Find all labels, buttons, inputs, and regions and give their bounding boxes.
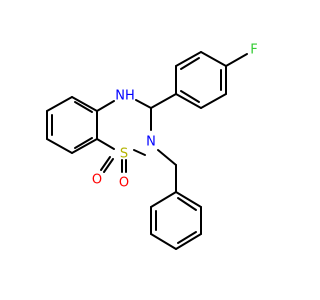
bond bbox=[71, 96, 98, 112]
bond bbox=[135, 99, 152, 109]
bond bbox=[225, 53, 248, 67]
bond bbox=[96, 100, 115, 112]
bond bbox=[150, 191, 177, 208]
bond bbox=[150, 233, 177, 250]
atom-labels: NH N S O O F bbox=[92, 43, 258, 191]
bond bbox=[71, 138, 98, 154]
bond bbox=[157, 149, 177, 166]
bond bbox=[103, 158, 114, 173]
bond bbox=[175, 191, 202, 208]
atom-label-s: S bbox=[120, 147, 128, 162]
bond bbox=[180, 57, 200, 70]
bond bbox=[74, 137, 93, 149]
bond bbox=[46, 96, 73, 112]
bond bbox=[175, 93, 202, 109]
bond bbox=[177, 231, 197, 244]
bond bbox=[175, 51, 202, 67]
atom-label-nh: NH bbox=[115, 89, 135, 104]
bond bbox=[46, 138, 73, 154]
atom-label-f: F bbox=[250, 43, 257, 58]
bond bbox=[180, 90, 200, 103]
bond bbox=[175, 233, 202, 250]
bond bbox=[200, 51, 227, 67]
bond bbox=[133, 149, 146, 156]
molecule-structure: NH N S O O F bbox=[46, 43, 258, 250]
bond bbox=[150, 93, 177, 109]
bond bbox=[200, 93, 227, 109]
atom-label-n: N bbox=[146, 135, 156, 150]
bond bbox=[100, 156, 111, 171]
bond bbox=[96, 138, 115, 150]
bond bbox=[74, 101, 93, 113]
bonds bbox=[46, 51, 248, 250]
bond bbox=[177, 197, 197, 211]
atom-label-o-left: O bbox=[92, 173, 102, 188]
atom-label-o-lower: O bbox=[119, 176, 129, 191]
